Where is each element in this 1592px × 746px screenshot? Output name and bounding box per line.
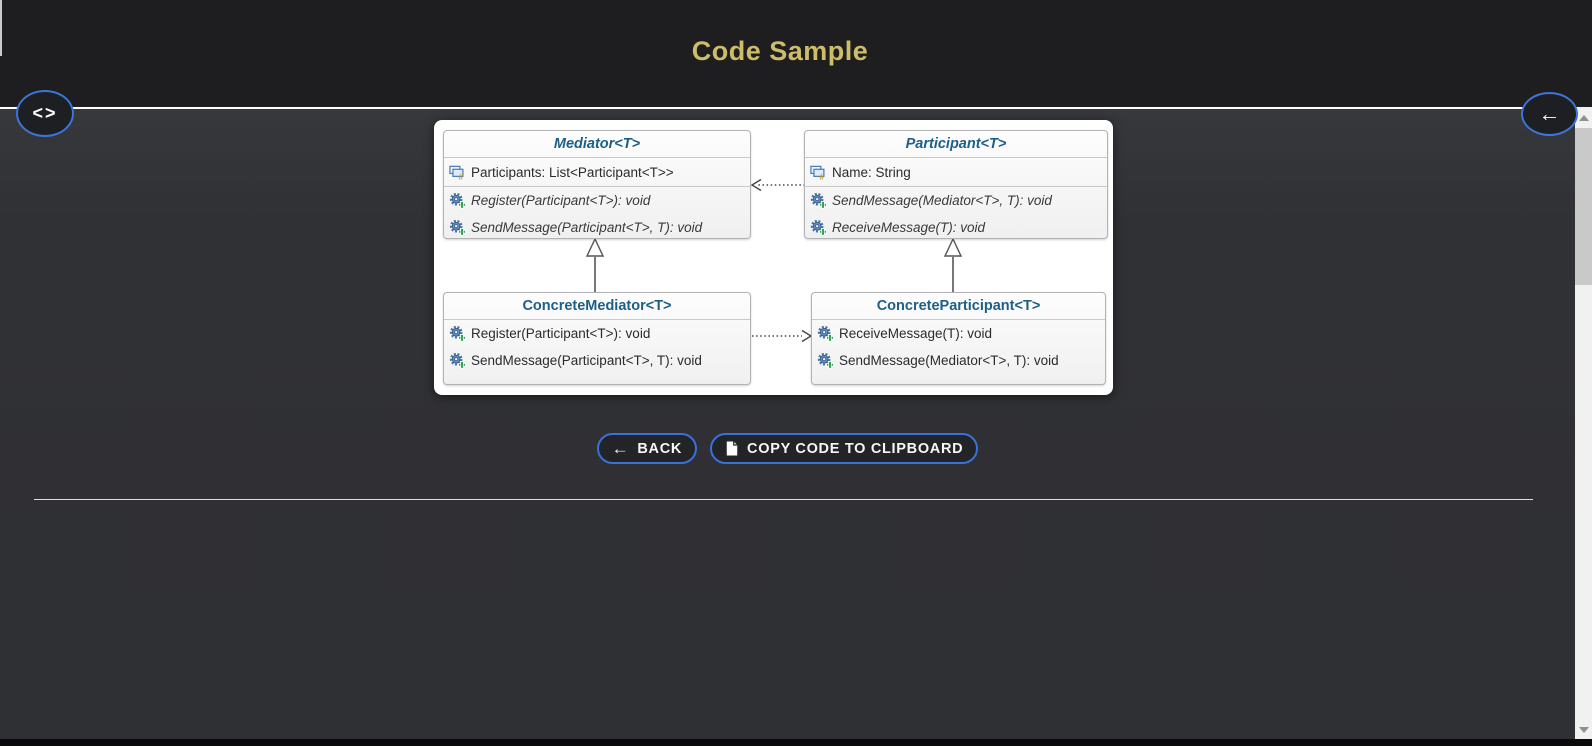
field-icon: # [810, 165, 825, 181]
uml-method-row: Register(Participant<T>): void [444, 187, 750, 214]
uml-methods-section: ReceiveMessage(T): void SendMessage(Medi… [812, 320, 1105, 374]
uml-class-title: Participant<T> [805, 131, 1107, 158]
method-icon [810, 192, 827, 209]
uml-field-row: # Participants: List<Participant<T>> [444, 158, 750, 187]
back-arrow-icon: ← [1538, 101, 1561, 126]
uml-method-label: SendMessage(Participant<T>, T): void [471, 353, 702, 368]
code-toggle-button[interactable]: <> [16, 90, 74, 137]
method-icon [817, 352, 834, 369]
header-left-tick [0, 0, 2, 56]
uml-method-row: ReceiveMessage(T): void [812, 320, 1105, 347]
uml-methods-section: Register(Participant<T>): void SendMessa… [444, 320, 750, 374]
svg-text:#: # [819, 172, 824, 181]
method-icon [817, 325, 834, 342]
uml-class-title: ConcreteMediator<T> [444, 293, 750, 320]
scroll-down-icon [1578, 726, 1589, 733]
scrollbar-thumb[interactable] [1575, 128, 1592, 285]
method-icon [449, 325, 466, 342]
dependency-arrow-participant-mediator [750, 178, 805, 192]
uml-method-label: SendMessage(Participant<T>, T): void [471, 220, 703, 235]
uml-class-concrete-participant: ConcreteParticipant<T> ReceiveMessage(T)… [811, 292, 1106, 385]
page-title: Code Sample [691, 36, 869, 66]
method-icon [810, 219, 827, 236]
uml-methods-section: SendMessage(Mediator<T>, T): void Receiv… [805, 187, 1107, 238]
app-header: Code Sample [0, 0, 1592, 107]
back-button-label: BACK [637, 440, 683, 457]
uml-field-label: Participants: List<Participant<T>> [471, 164, 674, 180]
method-icon [449, 192, 466, 209]
uml-method-row: SendMessage(Participant<T>, T): void [444, 347, 750, 374]
back-arrow-icon: ← [611, 438, 630, 458]
uml-method-label: SendMessage(Mediator<T>, T): void [832, 193, 1052, 208]
copy-code-button[interactable]: COPY CODE TO CLIPBOARD [710, 433, 979, 464]
back-button[interactable]: ← BACK [596, 433, 698, 464]
uml-method-row: Register(Participant<T>): void [444, 320, 750, 347]
scrollbar-up-button[interactable] [1575, 109, 1592, 126]
bottom-strip [0, 739, 1592, 746]
field-icon: # [449, 165, 464, 181]
uml-method-row: ReceiveMessage(T): void [805, 214, 1107, 238]
scroll-up-icon [1578, 114, 1589, 121]
uml-method-row: SendMessage(Mediator<T>, T): void [812, 347, 1105, 374]
uml-class-participant: Participant<T> # Name: String [804, 130, 1108, 239]
uml-class-concrete-mediator: ConcreteMediator<T> Register(Participant… [443, 292, 751, 385]
clipboard-icon [726, 441, 738, 456]
uml-method-label: Register(Participant<T>): void [471, 193, 651, 208]
uml-diagram-panel: Mediator<T> # Participants: List<Partici… [434, 120, 1113, 395]
uml-class-title: Mediator<T> [444, 131, 750, 158]
horizontal-divider [34, 499, 1533, 500]
vertical-scrollbar[interactable] [1575, 107, 1592, 740]
uml-class-title: ConcreteParticipant<T> [812, 293, 1105, 320]
uml-methods-section: Register(Participant<T>): void SendMessa… [444, 187, 750, 238]
code-icon: <> [32, 103, 58, 123]
svg-text:#: # [458, 172, 463, 181]
copy-code-button-label: COPY CODE TO CLIPBOARD [747, 440, 964, 457]
method-icon [449, 352, 466, 369]
uml-method-label: ReceiveMessage(T): void [839, 326, 993, 341]
inheritance-arrow-mediator [585, 237, 605, 292]
uml-field-label: Name: String [832, 164, 911, 180]
uml-method-label: ReceiveMessage(T): void [832, 220, 986, 235]
action-button-row: ← BACK COPY CODE TO CLIPBOARD [0, 433, 1575, 464]
uml-method-label: Register(Participant<T>): void [471, 326, 651, 341]
scrollbar-down-button[interactable] [1575, 721, 1592, 738]
uml-method-label: SendMessage(Mediator<T>, T): void [839, 353, 1059, 368]
uml-method-row: SendMessage(Participant<T>, T): void [444, 214, 750, 238]
back-circle-button[interactable]: ← [1521, 92, 1578, 136]
uml-field-row: # Name: String [805, 158, 1107, 187]
uml-class-mediator: Mediator<T> # Participants: List<Partici… [443, 130, 751, 239]
inheritance-arrow-participant [943, 237, 963, 292]
method-icon [449, 219, 466, 236]
dependency-arrow-mediator-participant [752, 329, 813, 343]
header-divider [0, 107, 1575, 109]
uml-method-row: SendMessage(Mediator<T>, T): void [805, 187, 1107, 214]
